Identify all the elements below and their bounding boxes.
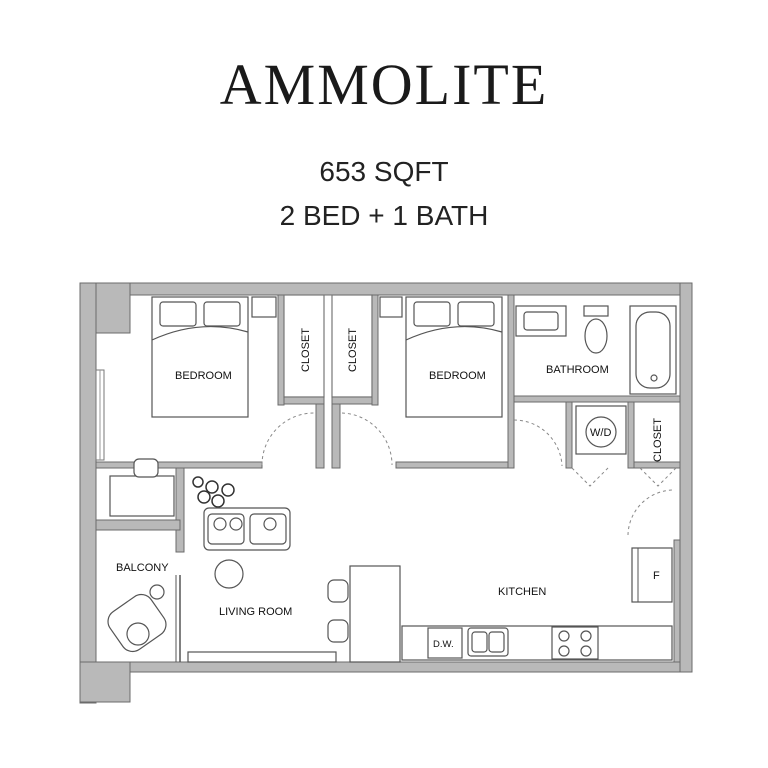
bathroom-fixtures [515, 305, 677, 395]
bed-left [151, 296, 249, 418]
nightstand-right [379, 296, 403, 318]
desk [109, 458, 175, 517]
plan-area: 653 SQFT [319, 156, 449, 187]
kitchen-island [327, 565, 401, 663]
kitchen-label: KITCHEN [498, 586, 546, 598]
dishwasher-label: D.W. [433, 639, 454, 650]
fridge [631, 547, 673, 603]
living-room-label: LIVING ROOM [219, 606, 292, 618]
exterior-walls [79, 282, 693, 704]
stove-icon [551, 626, 599, 660]
tv-console [187, 651, 337, 663]
closet-1-label: CLOSET [300, 328, 312, 372]
window-left [95, 369, 105, 461]
interior-walls [95, 294, 681, 663]
closet-3-label: CLOSET [652, 418, 664, 462]
bathroom-label: BATHROOM [546, 364, 609, 376]
plan-title: AMMOLITE [219, 52, 549, 117]
washer-dryer-label: W/D [590, 427, 611, 439]
coffee-table [214, 559, 244, 589]
bedroom-left-label: BEDROOM [175, 370, 232, 382]
closet-2-label: CLOSET [347, 328, 359, 372]
plan-layout: 2 BED + 1 BATH [279, 200, 489, 231]
plant-icon [192, 476, 235, 508]
balcony-chair [107, 593, 167, 653]
bed-right [405, 296, 503, 418]
balcony-label: BALCONY [116, 562, 169, 574]
sofa [203, 507, 291, 551]
nightstand-left [251, 296, 277, 318]
washer-dryer-icon [585, 416, 617, 448]
fridge-label: F [653, 570, 660, 582]
kitchen-counter [401, 625, 673, 661]
door-swings [261, 412, 677, 536]
bedroom-right-label: BEDROOM [429, 370, 486, 382]
balcony-table [149, 584, 165, 600]
